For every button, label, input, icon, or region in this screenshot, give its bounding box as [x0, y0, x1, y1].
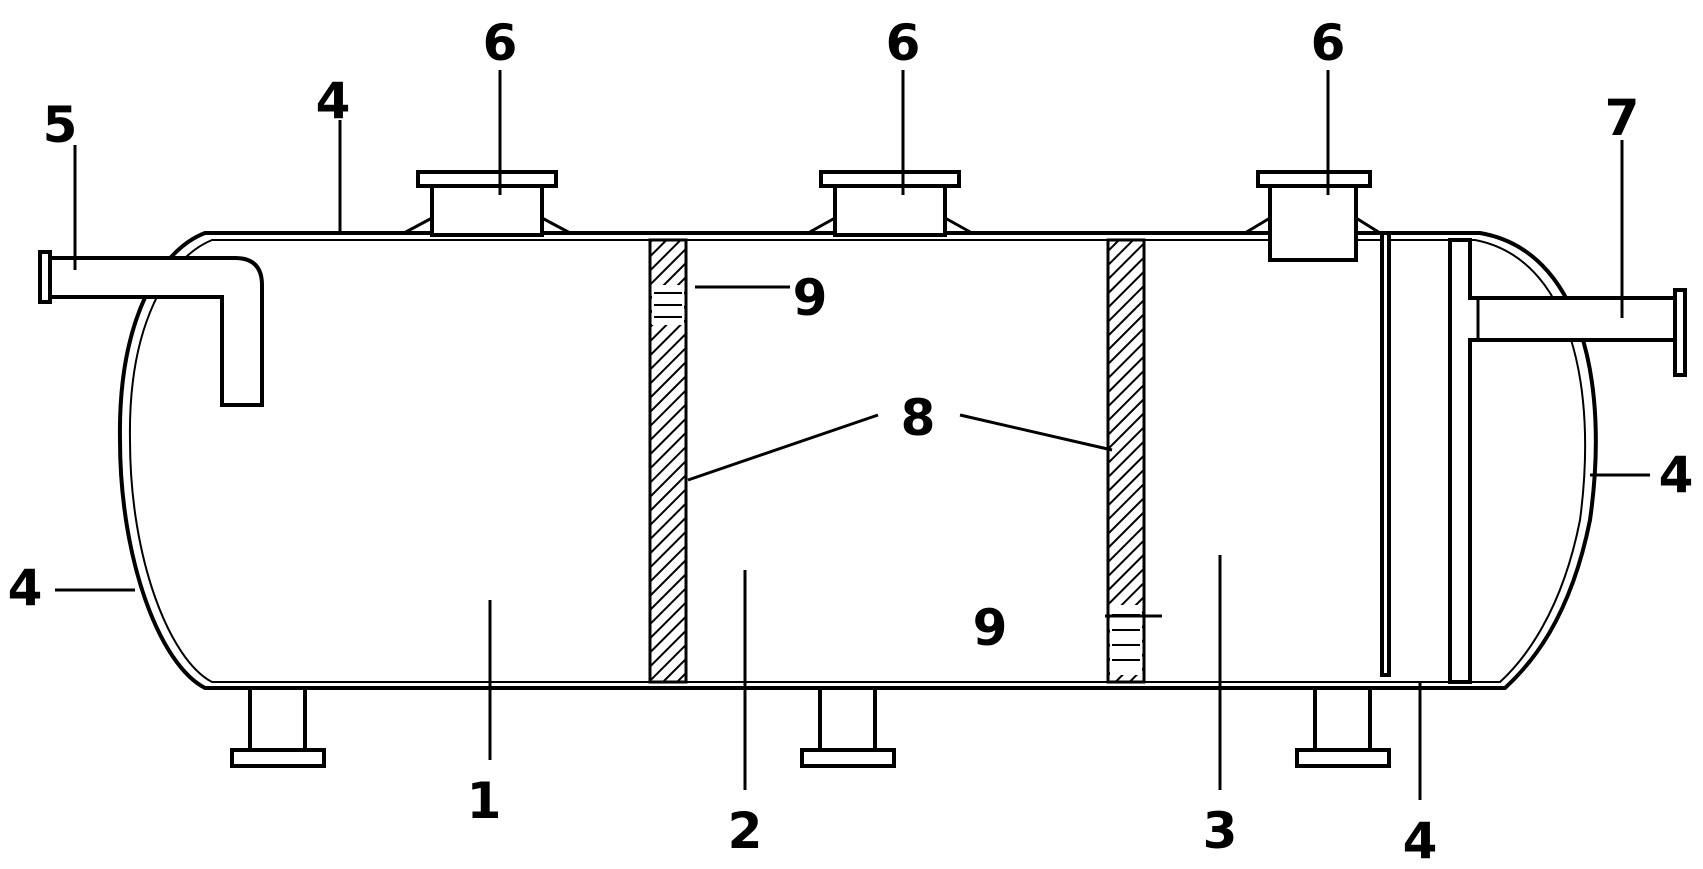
inlet-pipe: [38, 250, 264, 407]
label-shell-right: 4: [1659, 446, 1694, 504]
label-inlet-pipe: 5: [43, 96, 78, 154]
label-opening-upper: 9: [793, 269, 828, 327]
label-shell-top: 4: [316, 72, 351, 130]
tank-shell: [117, 231, 1598, 690]
support-3: [1295, 686, 1391, 768]
label-compartment-1: 1: [467, 772, 502, 830]
manhole-3: [1244, 170, 1381, 262]
support-1: [230, 686, 326, 768]
leader-lines: [55, 70, 1650, 800]
label-outlet-pipe: 7: [1605, 89, 1640, 147]
support-2: [800, 686, 896, 768]
label-manhole-1: 6: [483, 14, 518, 72]
label-shell-bottom: 4: [1403, 812, 1438, 869]
label-filter-wall: 8: [901, 389, 936, 447]
label-compartment-3: 3: [1203, 802, 1238, 860]
manhole-2: [807, 170, 973, 237]
outlet-pipe: [1380, 231, 1687, 684]
label-compartment-2: 2: [728, 802, 763, 860]
label-manhole-2: 6: [886, 14, 921, 72]
filter-wall-left: [648, 238, 688, 684]
label-opening-lower: 9: [973, 599, 1008, 657]
label-manhole-3: 6: [1311, 14, 1346, 72]
manhole-1: [403, 170, 571, 237]
label-shell-left: 4: [8, 559, 43, 617]
